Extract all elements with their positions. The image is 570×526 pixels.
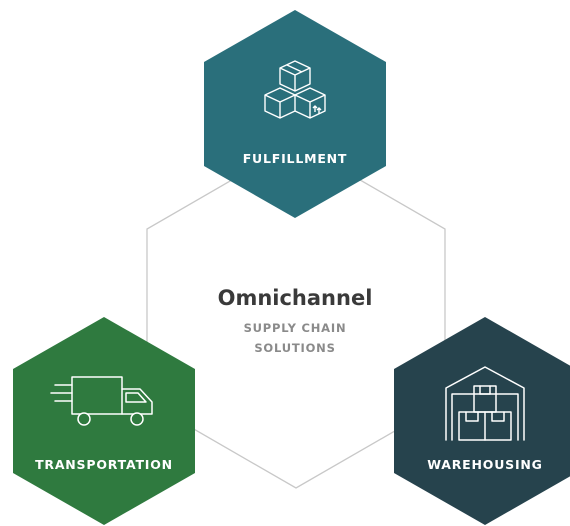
warehouse-icon [445, 366, 525, 441]
transportation-hexagon [13, 317, 195, 525]
transportation-label: TRANSPORTATION [35, 457, 173, 472]
center-subtitle-line1: SUPPLY CHAIN [244, 321, 347, 335]
boxes-icon [264, 60, 326, 119]
fulfillment-node: FULFILLMENT [204, 10, 386, 218]
delivery-truck-icon [50, 376, 153, 426]
warehousing-label: WAREHOUSING [427, 457, 542, 472]
center-title: Omnichannel [218, 286, 373, 310]
transportation-node: TRANSPORTATION [13, 317, 195, 525]
center-subtitle-line2: SOLUTIONS [254, 341, 335, 355]
fulfillment-label: FULFILLMENT [243, 151, 348, 166]
warehousing-node: WAREHOUSING [394, 317, 570, 525]
center-hexagon-outline [146, 142, 446, 489]
warehousing-hexagon [394, 317, 570, 525]
fulfillment-hexagon [204, 10, 386, 218]
